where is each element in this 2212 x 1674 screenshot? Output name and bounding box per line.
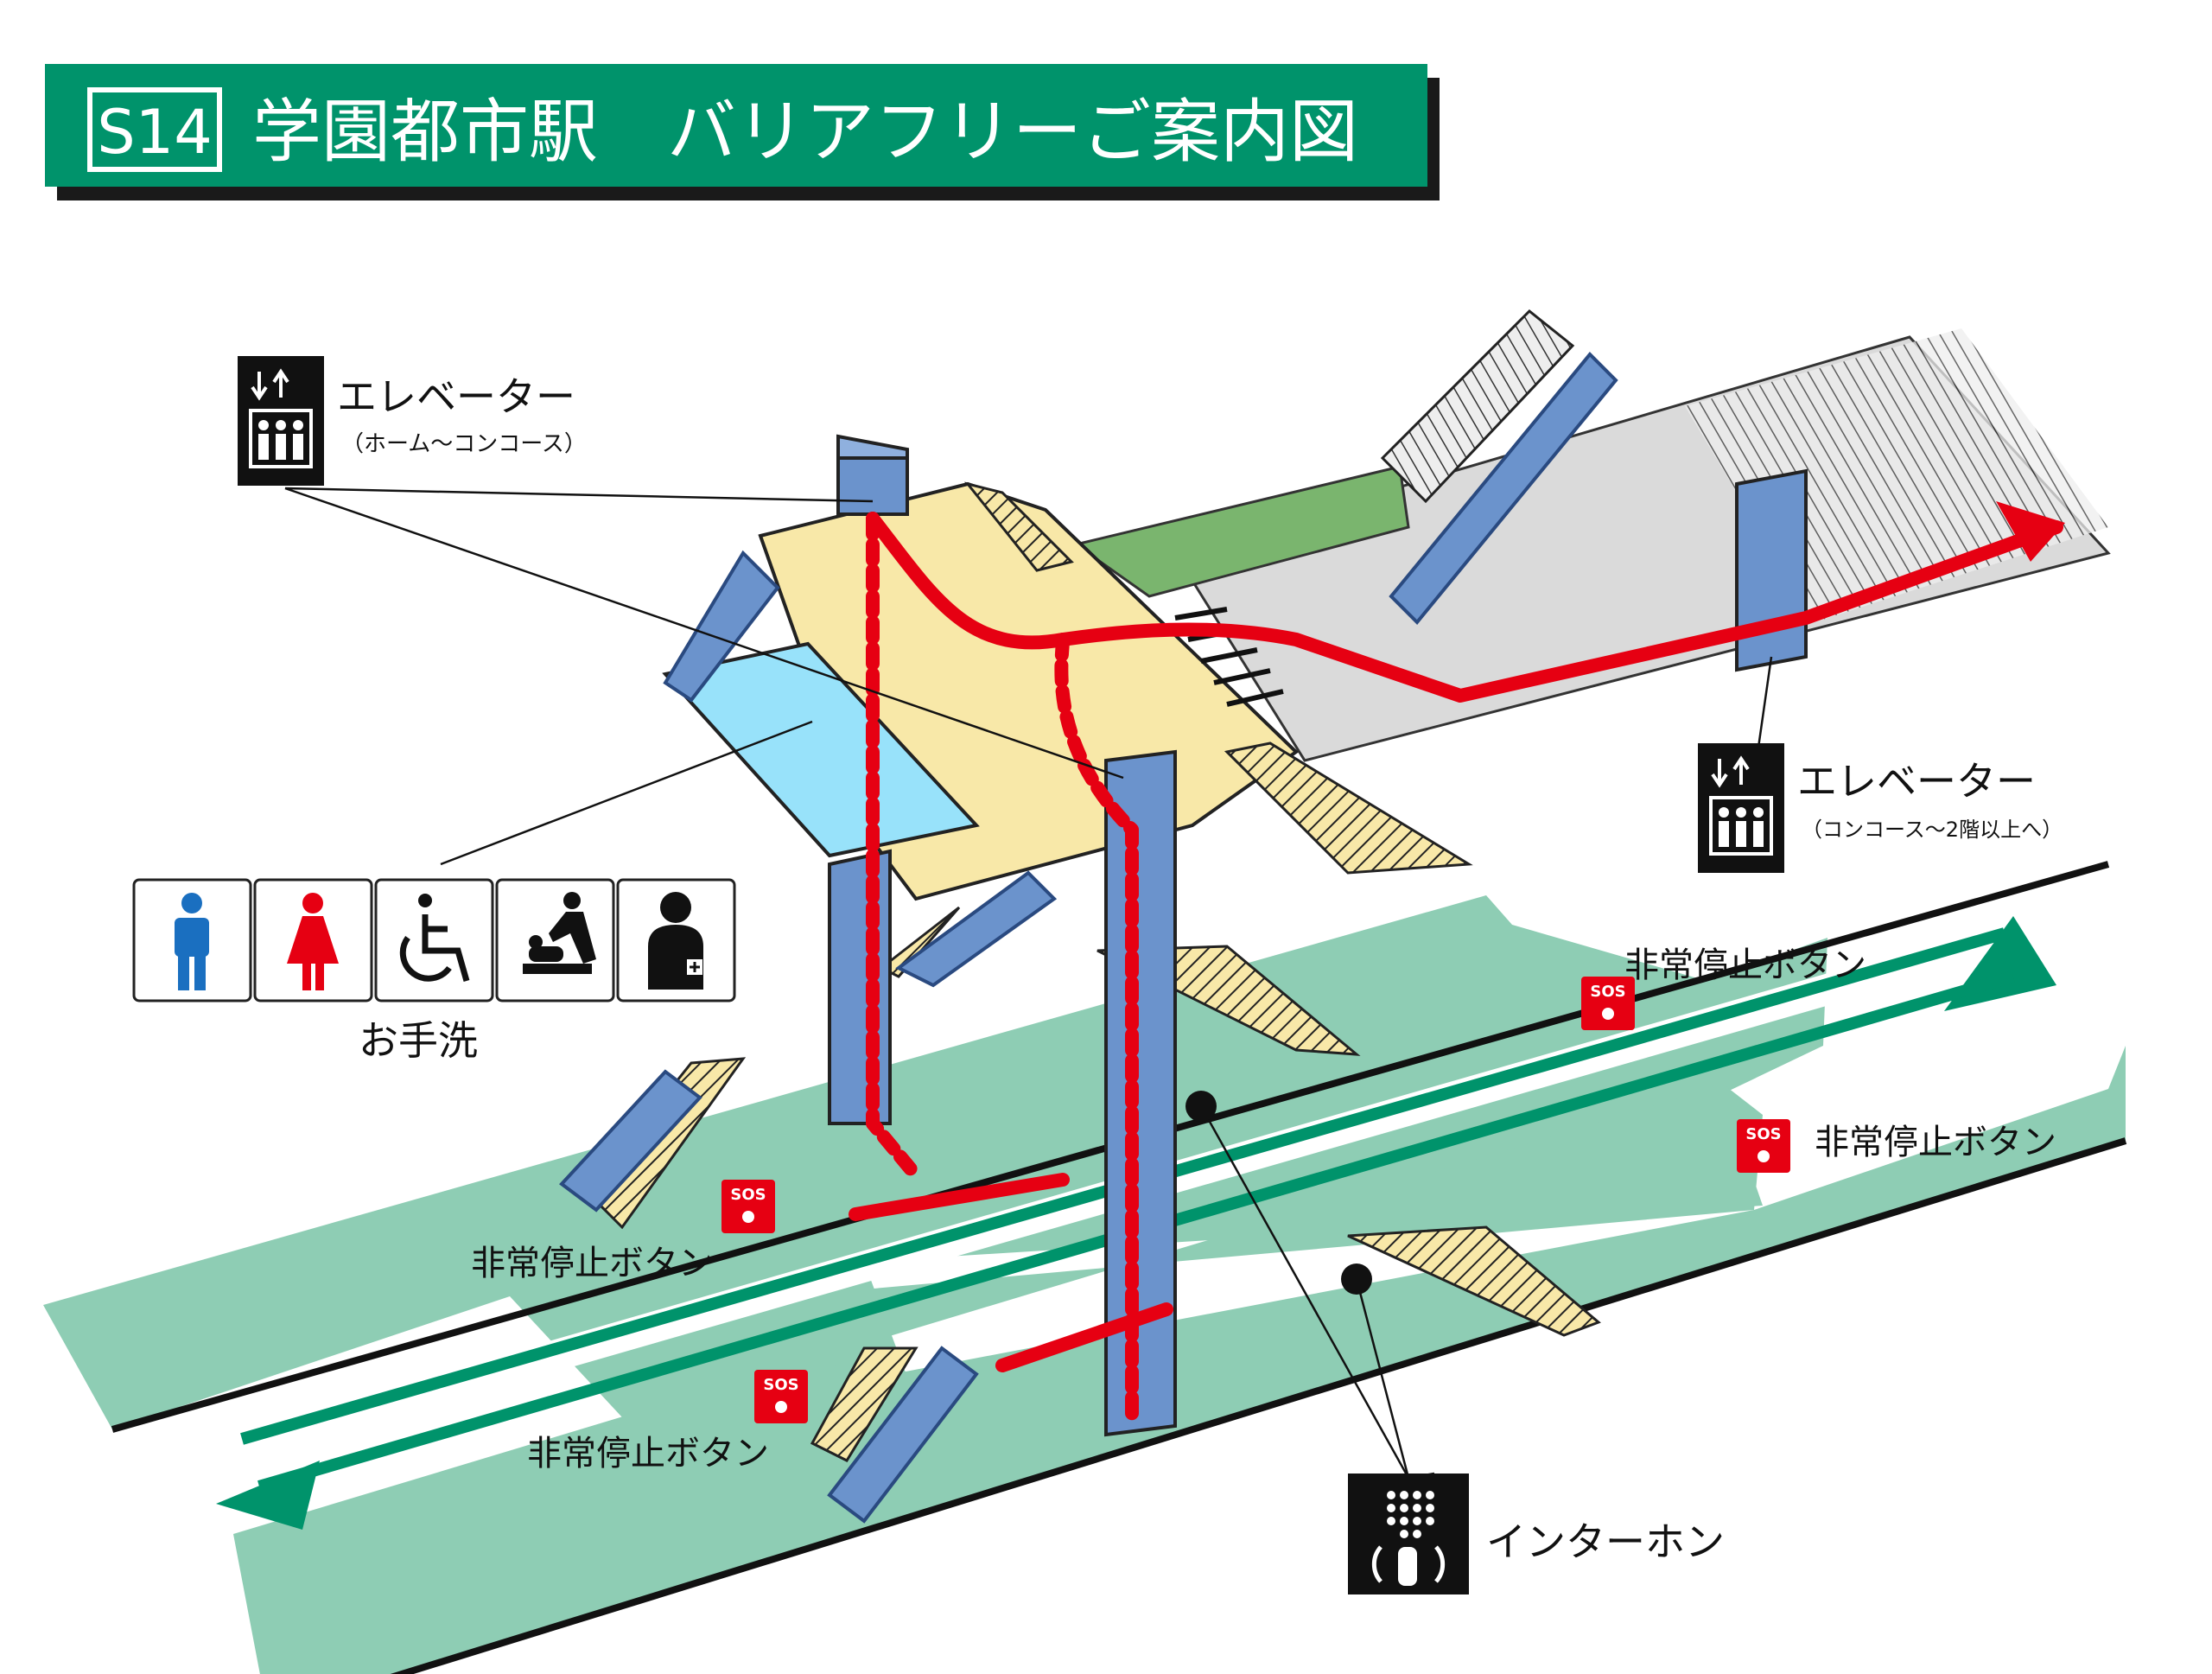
stair-platform-east [1347, 1225, 1601, 1337]
emergency-stop-3: SOS 非常停止ボタン [1737, 1119, 2056, 1173]
green-area [1072, 465, 1410, 598]
accessible-route [849, 501, 2065, 1424]
station-code-box [87, 87, 222, 172]
escalator-central [895, 870, 1058, 988]
escalator-north [1389, 352, 1618, 625]
sos-button-icon [754, 1370, 808, 1423]
svg-text:SOS: SOS [763, 1376, 798, 1394]
route-elevator-central [1054, 633, 1139, 1424]
header: S14 学園都市駅 バリアフリーご案内図 [45, 64, 1440, 200]
toilet-area [662, 641, 980, 858]
emergency-stop-1: SOS 非常停止ボタン [471, 1180, 775, 1283]
escalators [559, 352, 1618, 1524]
route-platform-south [995, 1302, 1173, 1372]
elevator-label-platform: エレベーター （ホーム～コンコース） [238, 356, 587, 486]
elevator-shaft-east [1735, 468, 1808, 672]
header-bar [45, 64, 1427, 187]
stair-south [810, 1346, 918, 1462]
male-toilet-icon [175, 893, 209, 990]
svg-text:SOS: SOS [1745, 1125, 1781, 1143]
platform-north [43, 895, 1827, 1429]
page-title: 学園都市駅 バリアフリーご案内図 [252, 92, 1358, 172]
elevator-concourse-subtitle: （コンコース～2階以上へ） [1802, 818, 2063, 842]
intercom: インターホン [1348, 1474, 1725, 1594]
elevator-shaft-west-top [836, 456, 909, 516]
platform-south [233, 1046, 2126, 1674]
elevator-label-concourse: エレベーター （コンコース～2階以上へ） [1698, 743, 2063, 873]
stair-north [1380, 309, 1575, 504]
emergency-label-4: 非常停止ボタン [527, 1434, 769, 1474]
route-platform-north [849, 1173, 1070, 1221]
stair-concourse-east [1224, 742, 1473, 875]
svg-text:SOS: SOS [730, 1186, 766, 1204]
emergency-stop-2: SOS 非常停止ボタン [1581, 945, 1866, 1030]
female-toilet-icon [287, 893, 339, 990]
elevator-concourse-title: エレベーター [1797, 758, 2036, 805]
emergency-label-1: 非常停止ボタン [471, 1244, 713, 1283]
baby-changing-icon [523, 892, 596, 974]
route-elevator-west [866, 512, 923, 1182]
sos-button-icon [1581, 977, 1635, 1030]
emergency-label-2: 非常停止ボタン [1624, 945, 1866, 985]
elevator-shaft-west-lower [828, 849, 892, 1125]
toilet-label: お手洗 [359, 1017, 478, 1064]
elevator-platform-subtitle: （ホーム～コンコース） [341, 431, 587, 457]
toilet-icons: お手洗 [132, 878, 736, 1064]
intercom-label: インターホン [1486, 1518, 1725, 1565]
station-code: S14 [97, 97, 213, 168]
wheelchair-icon [399, 894, 470, 982]
stairs [585, 309, 1601, 1462]
stair-top [964, 481, 1074, 572]
escalator-south [827, 1346, 979, 1524]
emergency-label-3: 非常停止ボタン [1815, 1123, 2056, 1162]
escalator-west [559, 1069, 702, 1213]
escalator-toilet [663, 550, 780, 703]
elevator-shaft-central [1104, 749, 1177, 1437]
leader-lines [284, 487, 1773, 1480]
ostomate-icon [648, 892, 703, 990]
intercom-point-south [1341, 1263, 1372, 1295]
sos-button-icon [721, 1180, 775, 1233]
elevator-platform-title: エレベーター [337, 373, 575, 420]
emergency-stop-4: SOS 非常停止ボタン [527, 1370, 808, 1474]
sos-button-icon [1737, 1119, 1790, 1173]
svg-text:SOS: SOS [1590, 983, 1625, 1001]
intercom-point-north [1185, 1091, 1217, 1122]
